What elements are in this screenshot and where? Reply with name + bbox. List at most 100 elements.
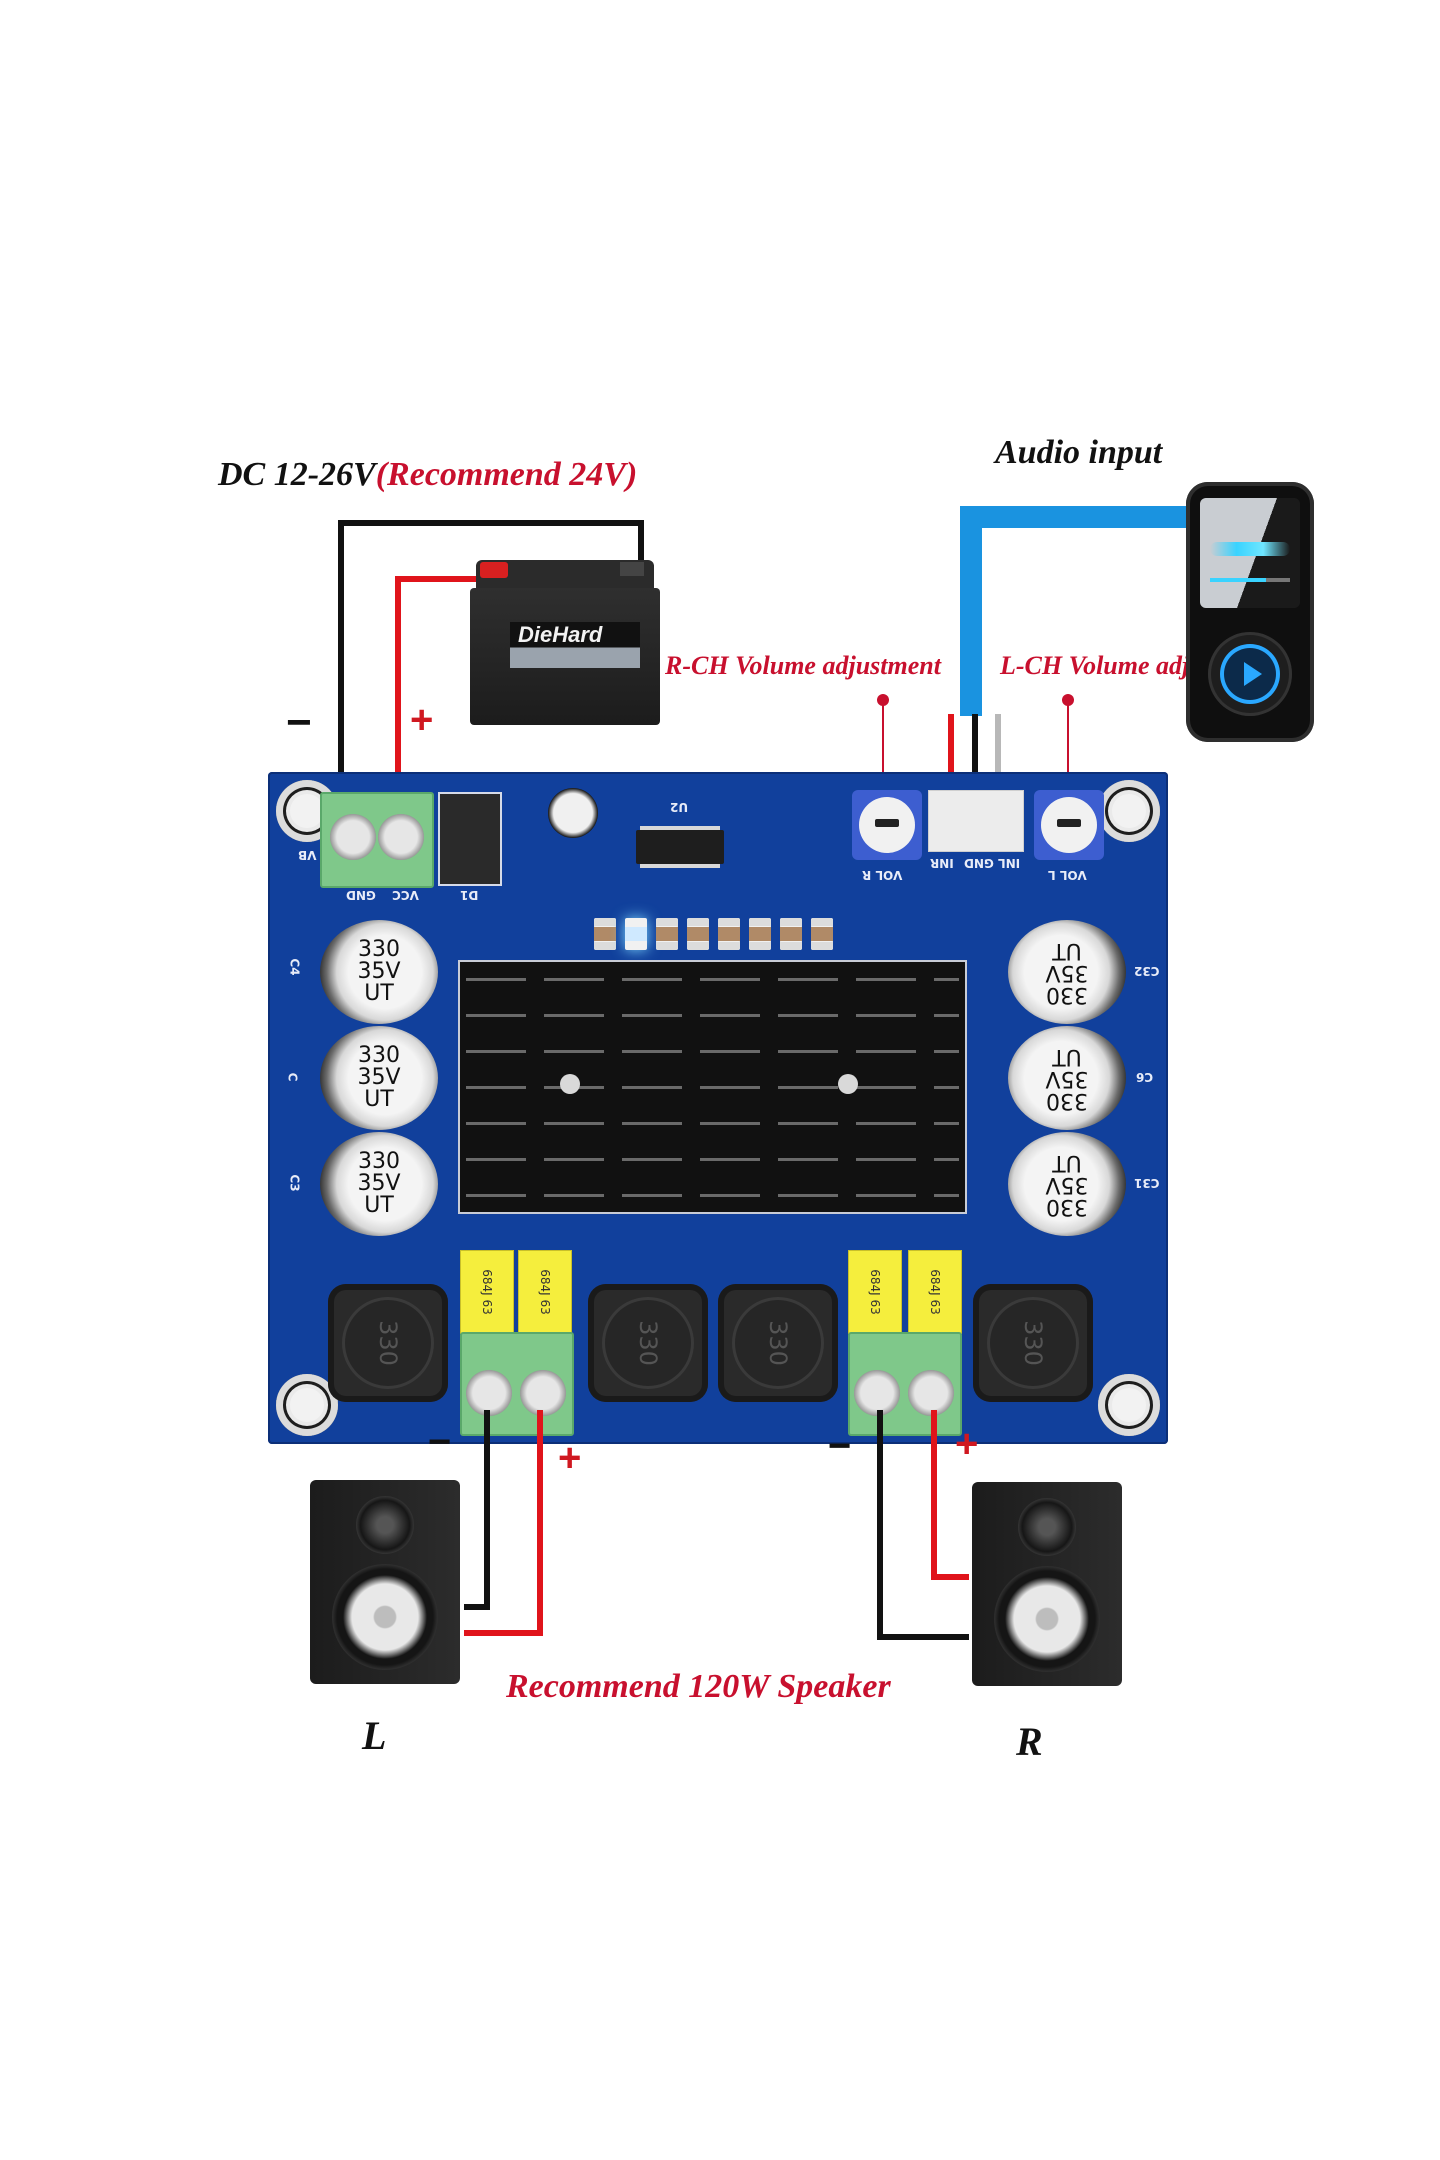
right-terminal-screw-plus — [908, 1370, 954, 1416]
smd-component — [749, 918, 771, 950]
smd-component — [718, 918, 740, 950]
left-speaker-positive-wire-end — [464, 1630, 543, 1636]
power-terminal-block — [320, 792, 434, 888]
left-speaker-terminal — [460, 1332, 574, 1436]
power-supply-label: DC 12-26V(Recommend 24V) — [218, 456, 637, 494]
progress-bar — [1210, 578, 1290, 582]
film-capacitor: 684J 63 — [518, 1250, 572, 1334]
right-terminal-screw-minus — [854, 1370, 900, 1416]
power-positive-wire-top — [395, 576, 485, 582]
battery-negative-terminal — [620, 562, 644, 576]
audio-wire-ground — [972, 714, 978, 814]
power-terminal-label: VB — [298, 848, 317, 862]
smd-component — [811, 918, 833, 950]
audio-input-label: Audio input — [995, 434, 1163, 471]
left-speaker-positive-wire — [537, 1410, 543, 1636]
right-speaker-woofer — [994, 1566, 1100, 1672]
battery-positive-terminal — [480, 562, 508, 578]
amplifier-ic-chip — [636, 830, 724, 864]
right-speaker-positive-wire — [931, 1410, 937, 1580]
mounting-hole-bottom-left — [276, 1374, 338, 1436]
power-recommendation: (Recommend 24V) — [375, 456, 638, 493]
smd-component — [687, 918, 709, 950]
right-speaker-plus-sign: + — [955, 1422, 979, 1466]
left-speaker — [310, 1470, 470, 1684]
power-plus-sign: + — [410, 698, 434, 742]
left-terminal-screw-plus — [520, 1370, 566, 1416]
right-speaker-negative-wire-end — [877, 1634, 969, 1640]
battery: DieHard — [470, 560, 660, 725]
power-voltage-range: DC 12-26V — [218, 456, 376, 493]
inductor-1: 330 — [328, 1284, 448, 1402]
audio-input-connector — [928, 790, 1024, 852]
power-negative-wire-drop — [638, 520, 644, 586]
audio-wire-right-channel — [948, 714, 954, 814]
power-terminal-screw-gnd — [330, 814, 376, 860]
waveform-icon — [1210, 542, 1290, 556]
volume-pot-right[interactable] — [852, 790, 922, 860]
music-player — [1186, 482, 1314, 742]
r-ch-volume-label: R-CH Volume adjustment — [665, 651, 941, 680]
film-capacitor: 684J 63 — [848, 1250, 902, 1334]
film-capacitor: 684J 63 — [908, 1250, 962, 1334]
diode-label: D1 — [460, 888, 479, 902]
speaker-left-label: L — [362, 1713, 387, 1758]
heatsink-screw — [560, 1074, 580, 1094]
battery-brand: DieHard — [518, 622, 603, 647]
audio-cable-vertical — [960, 506, 982, 716]
volume-pot-left[interactable] — [1034, 790, 1104, 860]
right-speaker-positive-wire-end — [931, 1574, 969, 1580]
heatsink-screw — [838, 1074, 858, 1094]
volume-knob-left[interactable] — [1041, 797, 1097, 853]
power-terminal-screw-vcc — [378, 814, 424, 860]
speaker-right-label: R — [1016, 1719, 1043, 1764]
cap-ref-c31: C31 — [1134, 1176, 1160, 1190]
right-speaker-minus-sign: − — [828, 1424, 852, 1468]
inductor-4: 330 — [973, 1284, 1093, 1402]
left-speaker-tweeter — [356, 1496, 414, 1554]
led-indicator — [625, 918, 647, 950]
smd-component — [780, 918, 802, 950]
play-icon — [1244, 662, 1262, 686]
mounting-hole-top-right — [1098, 780, 1160, 842]
smd-component — [656, 918, 678, 950]
power-negative-wire — [338, 520, 344, 838]
film-capacitor: 684J 63 — [460, 1250, 514, 1334]
inductor-2: 330 — [588, 1284, 708, 1402]
power-minus-sign: − — [286, 698, 312, 747]
small-capacitor — [548, 788, 598, 838]
l-ch-pointer-line — [1067, 700, 1069, 820]
battery-label-panel — [510, 622, 640, 668]
heatsink — [458, 960, 967, 1214]
left-speaker-negative-wire-end — [464, 1604, 490, 1610]
input-pin-inl: INL — [998, 856, 1021, 870]
amplifier-board: VB GND VCC D1 U2 VOL R INR GND INL VOL L — [268, 772, 1168, 1444]
audio-wire-left-channel — [995, 714, 1001, 814]
speaker-recommendation: Recommend 120W Speaker — [506, 1668, 891, 1705]
left-speaker-woofer — [332, 1564, 438, 1670]
input-pin-inr: INR — [930, 856, 954, 870]
left-speaker-plus-sign: + — [558, 1436, 582, 1480]
left-terminal-screw-minus — [466, 1370, 512, 1416]
power-pin-gnd: GND — [346, 888, 376, 902]
volume-knob-right[interactable] — [859, 797, 915, 853]
smd-component-row — [594, 918, 833, 950]
audio-cable-horizontal — [960, 506, 1190, 528]
power-pin-vcc: VCC — [392, 888, 419, 902]
left-speaker-negative-wire — [484, 1410, 490, 1610]
cap-ref-c32: C32 — [1134, 964, 1160, 978]
inductor-3: 330 — [718, 1284, 838, 1402]
chip-label: U2 — [670, 800, 689, 814]
cap-ref-c6: C6 — [1136, 1070, 1154, 1084]
diode — [438, 792, 502, 886]
left-speaker-minus-sign: − — [428, 1420, 452, 1464]
cap-ref-c: C — [285, 1072, 300, 1082]
right-speaker-tweeter — [1018, 1498, 1076, 1556]
cap-ref-c3: C3 — [287, 1174, 302, 1192]
